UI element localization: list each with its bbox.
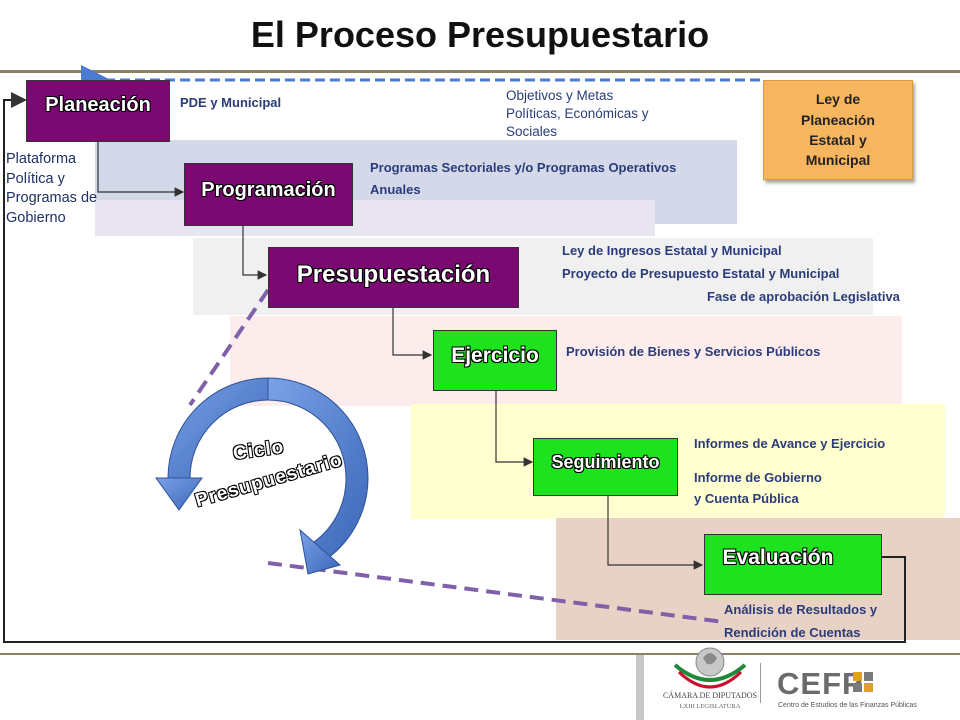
note-objetivos: Objetivos y Metas Políticas, Económicas … bbox=[506, 87, 649, 142]
band-ejercicio bbox=[230, 316, 902, 406]
note-plataforma-line: Política y bbox=[6, 170, 65, 187]
cycle-arrows-icon bbox=[155, 377, 369, 575]
stage-evaluacion-label: Evaluación bbox=[722, 545, 834, 569]
note-plataforma-line: Plataforma bbox=[6, 151, 77, 167]
cefp-subtitle: Centro de Estudios de las Finanzas Públi… bbox=[778, 702, 917, 709]
connector-programacion-presupuestacion bbox=[242, 226, 268, 280]
note-objetivos-line: Objetivos y Metas bbox=[506, 88, 614, 103]
connector-ejercicio-seguimiento bbox=[495, 391, 534, 467]
legislatura-label: LXIII LEGISLATURA bbox=[679, 703, 741, 710]
law-box-line: Municipal bbox=[805, 152, 871, 169]
stage-planeacion: Planeación bbox=[26, 80, 170, 142]
note-informes: Informes de Avance y Ejercicio bbox=[694, 436, 886, 451]
footer-bar bbox=[0, 653, 960, 655]
stage-ejercicio-label: Ejercicio bbox=[451, 343, 539, 367]
stage-evaluacion: Evaluación bbox=[704, 534, 882, 595]
cefp-logo: CEFP bbox=[777, 666, 864, 701]
note-analisis: Análisis de Resultados y Rendición de Cu… bbox=[724, 599, 877, 645]
stage-programacion-label: Programación bbox=[201, 179, 336, 201]
footer-edge bbox=[636, 655, 644, 720]
header-bar bbox=[0, 70, 960, 73]
stage-seguimiento-label: Seguimiento bbox=[551, 451, 660, 472]
note-provision: Provisión de Bienes y Servicios Públicos bbox=[566, 344, 821, 359]
law-box-line: Ley de bbox=[815, 91, 861, 108]
note-plataforma-line: Gobierno bbox=[6, 209, 66, 226]
note-fase: Fase de aprobación Legislativa bbox=[707, 289, 900, 304]
note-plataforma: Plataforma Política y Programas de Gobie… bbox=[6, 150, 97, 228]
camara-label: CÁMARA DE DIPUTADOS bbox=[662, 691, 758, 700]
note-informe-gobierno-line: y Cuenta Pública bbox=[694, 491, 799, 507]
note-informe-gobierno: Informe de Gobierno y Cuenta Pública bbox=[694, 467, 822, 510]
connector-seguimiento-evaluacion bbox=[607, 496, 704, 570]
stage-presupuestacion: Presupuestación bbox=[268, 247, 519, 308]
page-title: El Proceso Presupuestario bbox=[250, 14, 710, 55]
note-analisis-line: Rendición de Cuentas bbox=[724, 624, 861, 640]
stage-presupuestacion-label: Presupuestación bbox=[296, 260, 491, 288]
law-box-line: Planeación bbox=[801, 111, 875, 128]
note-plataforma-line: Programas de bbox=[6, 190, 98, 207]
note-pde: PDE y Municipal bbox=[180, 95, 282, 110]
note-proyecto: Proyecto de Presupuesto Estatal y Munici… bbox=[562, 266, 840, 281]
note-objetivos-line: Políticas, Económicas y bbox=[506, 106, 649, 122]
dashed-line-upper bbox=[188, 288, 270, 407]
note-programas-line: Anuales bbox=[370, 182, 421, 198]
note-programas-line: Programas Sectoriales y/o Programas Oper… bbox=[370, 160, 677, 175]
cefp-mark-icon bbox=[853, 672, 873, 692]
stage-programacion: Programación bbox=[184, 163, 353, 226]
camara-seal-icon bbox=[673, 647, 747, 689]
connector-presupuestacion-ejercicio bbox=[392, 308, 433, 360]
stage-ejercicio: Ejercicio bbox=[433, 330, 557, 391]
note-ley-ingresos: Ley de Ingresos Estatal y Municipal bbox=[562, 243, 782, 258]
law-box: Ley de Planeación Estatal y Municipal bbox=[763, 80, 913, 180]
dashed-line-lower bbox=[267, 561, 725, 624]
stage-planeacion-label: Planeación bbox=[45, 93, 151, 116]
note-informe-gobierno-line: Informe de Gobierno bbox=[694, 470, 822, 485]
law-box-line: Estatal y bbox=[809, 132, 867, 148]
note-analisis-line: Análisis de Resultados y bbox=[724, 602, 878, 617]
note-programas: Programas Sectoriales y/o Programas Oper… bbox=[370, 157, 676, 201]
note-objetivos-line: Sociales bbox=[506, 124, 558, 140]
stage-seguimiento: Seguimiento bbox=[533, 438, 678, 496]
footer-divider bbox=[760, 663, 761, 703]
feedback-loop-line bbox=[3, 92, 906, 643]
footer-area bbox=[636, 655, 960, 720]
connector-planeacion-programacion bbox=[97, 142, 185, 197]
